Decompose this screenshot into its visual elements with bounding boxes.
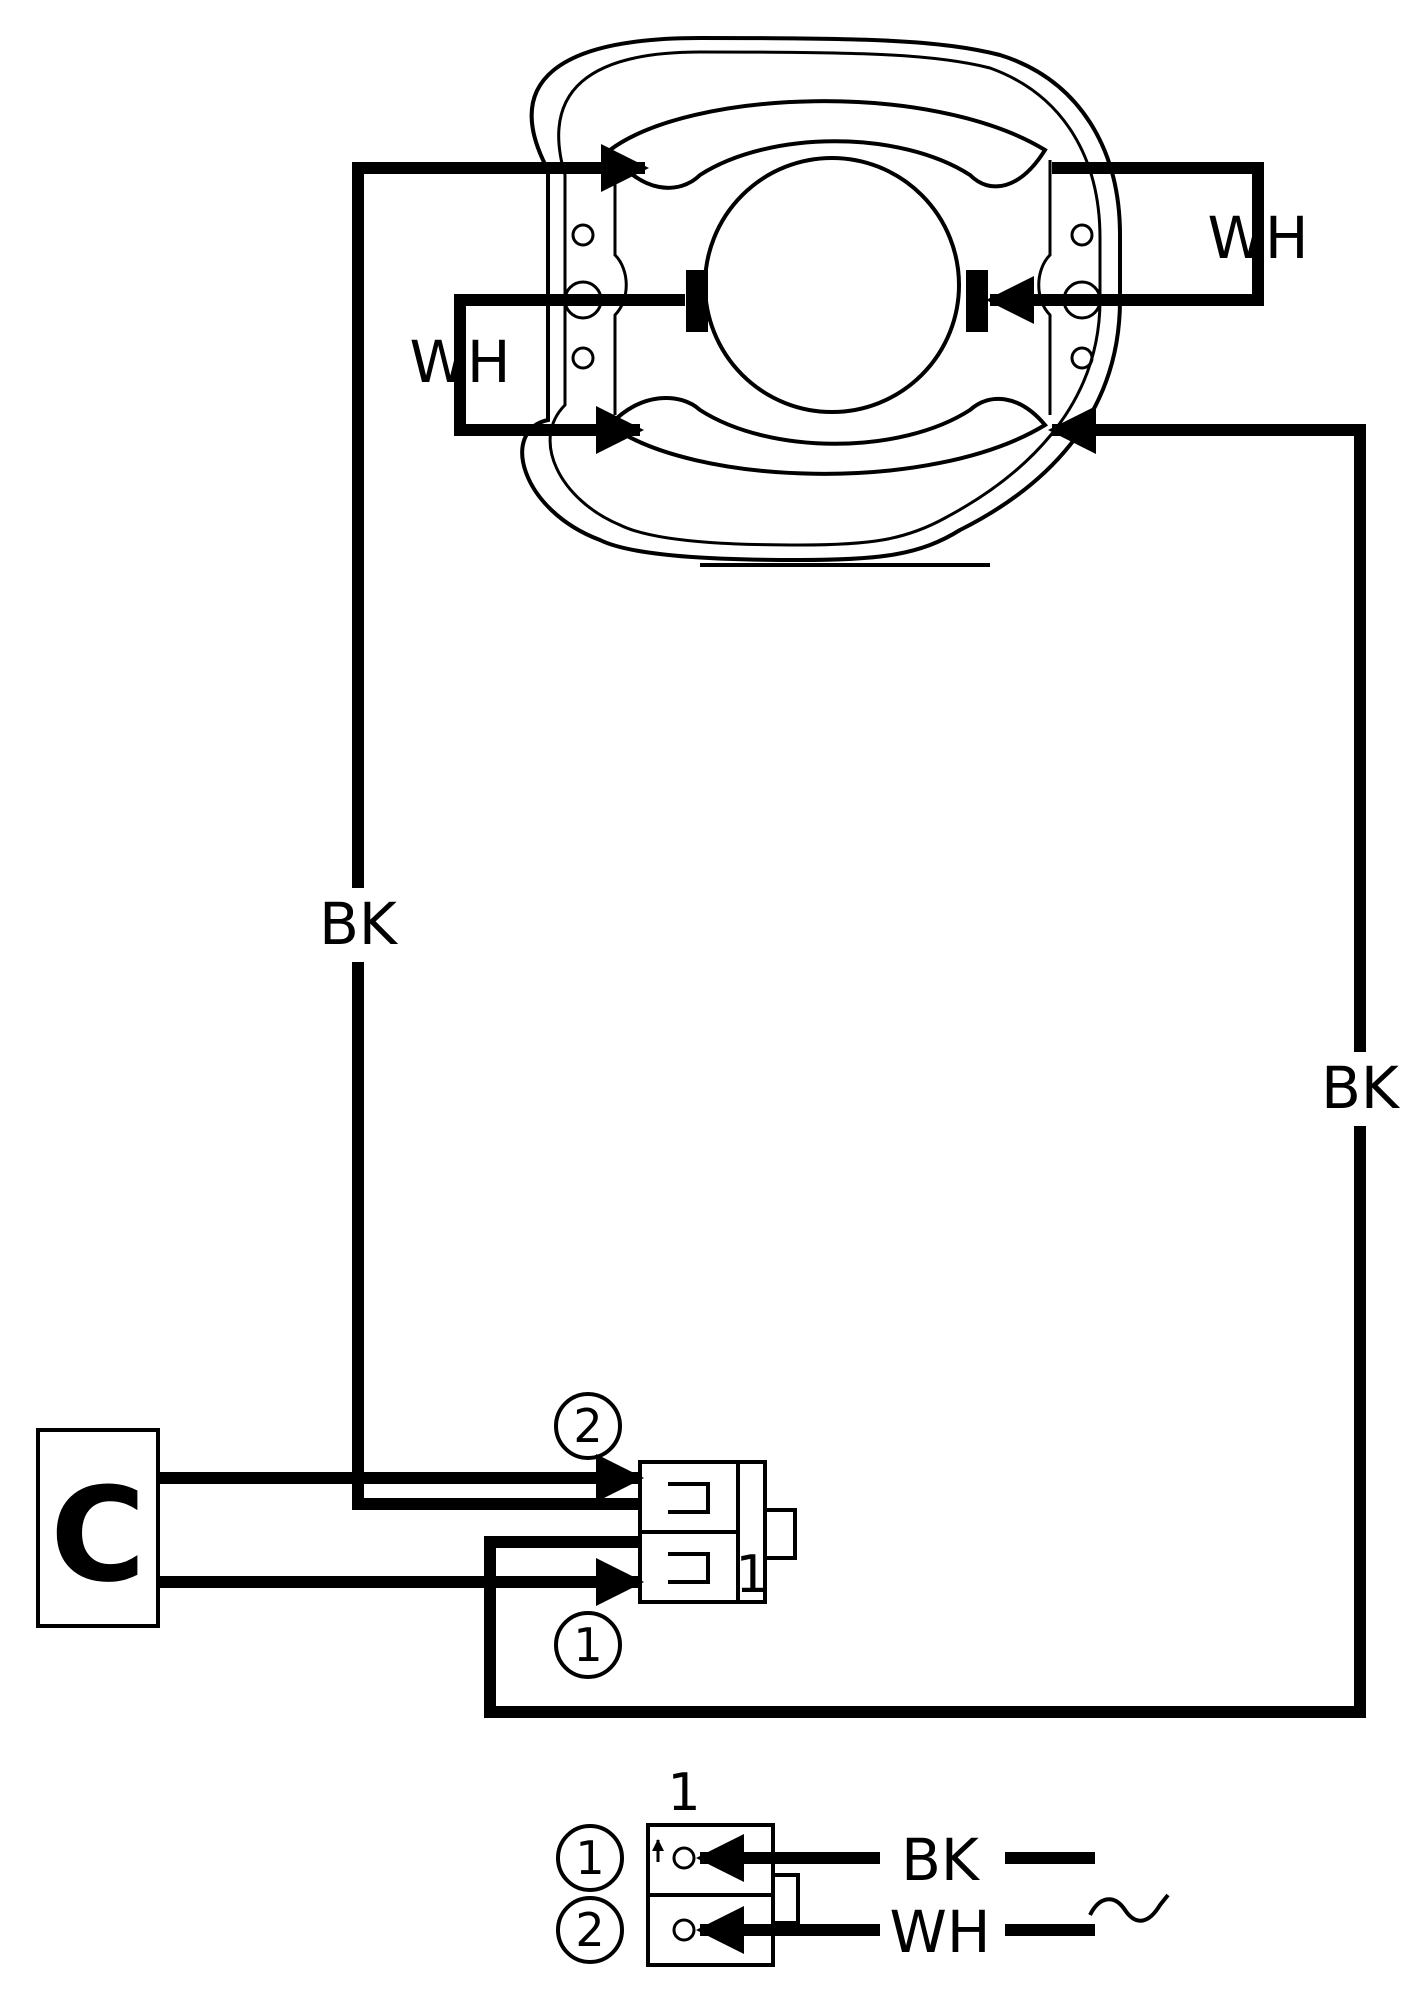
wire-wh-left bbox=[454, 294, 685, 454]
wire-bk-right bbox=[484, 406, 1366, 1718]
mount-hole-icon bbox=[1070, 346, 1094, 370]
wire-bk-left bbox=[352, 144, 649, 1510]
brush-right bbox=[966, 270, 988, 332]
mount-hole-icon bbox=[571, 346, 595, 370]
legend-row-2-number: 2 bbox=[556, 1896, 624, 1964]
contact-icon bbox=[672, 1846, 696, 1870]
legend-header: 1 bbox=[667, 1763, 700, 1823]
component-c: C bbox=[36, 1428, 160, 1628]
wire-label-wh-left: WH bbox=[410, 328, 511, 396]
wire-label-wh-right: WH bbox=[1208, 204, 1309, 272]
legend-row-1-number: 1 bbox=[556, 1824, 624, 1892]
terminal-number-1: 1 bbox=[554, 1611, 622, 1679]
mount-hole-icon bbox=[1070, 223, 1094, 247]
mount-hole-icon bbox=[571, 223, 595, 247]
legend-row-1-wire: BK bbox=[901, 1826, 981, 1894]
wire-label-bk-left: BK bbox=[319, 890, 399, 958]
component-c-label: C bbox=[50, 1459, 145, 1611]
svg-text:2: 2 bbox=[573, 1399, 602, 1453]
terminal-block: 1 bbox=[638, 1460, 797, 1605]
svg-text:1: 1 bbox=[575, 1831, 604, 1885]
wires bbox=[158, 144, 1366, 1718]
terminal-marker-1: 1 bbox=[735, 1545, 768, 1605]
contact-icon bbox=[672, 1918, 696, 1942]
ac-symbol-icon bbox=[1088, 1893, 1170, 1923]
wire-wh-right bbox=[986, 162, 1264, 324]
legend-row-2-wire: WH bbox=[890, 1898, 991, 1966]
terminal-number-2: 2 bbox=[554, 1392, 622, 1460]
svg-text:1: 1 bbox=[573, 1618, 602, 1672]
legend: 1 1 2 BK WH bbox=[556, 1763, 1170, 1967]
svg-text:2: 2 bbox=[575, 1903, 604, 1957]
wire-label-bk-right: BK bbox=[1321, 1054, 1401, 1122]
brush-left bbox=[686, 270, 708, 332]
